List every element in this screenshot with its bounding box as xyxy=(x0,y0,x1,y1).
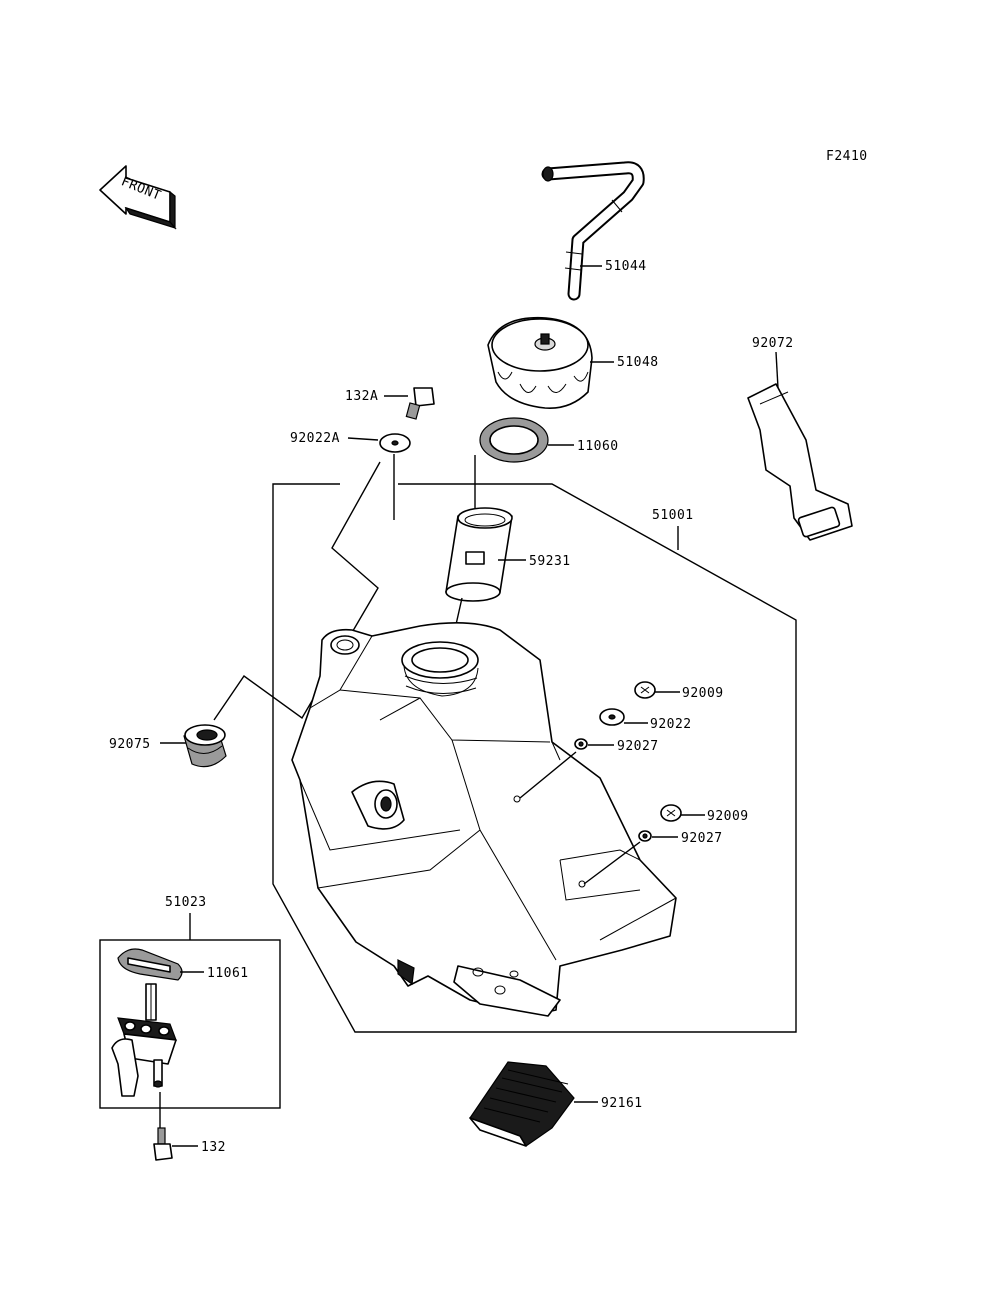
part-label-92022: 92022 xyxy=(650,717,692,732)
fuel-cap xyxy=(487,316,593,409)
screw-92009-upper xyxy=(634,681,656,699)
part-label-11061: 11061 xyxy=(207,966,249,981)
collar-92027-upper xyxy=(574,738,588,750)
part-label-51001: 51001 xyxy=(652,508,694,523)
part-label-92072: 92072 xyxy=(752,336,794,351)
part-label-92027-lower: 92027 xyxy=(681,831,723,846)
rubber-strap xyxy=(747,383,853,541)
part-label-92022A: 92022A xyxy=(290,431,340,446)
bolt-132 xyxy=(153,1127,173,1161)
fuel-cock xyxy=(111,983,177,1097)
part-label-92009-upper: 92009 xyxy=(682,686,724,701)
washer-92022A xyxy=(379,433,411,453)
washer-92022 xyxy=(599,708,625,726)
fuel-tank xyxy=(291,622,677,1017)
part-label-132: 132 xyxy=(201,1140,226,1155)
part-label-92009-lower: 92009 xyxy=(707,809,749,824)
part-label-11060: 11060 xyxy=(577,439,619,454)
part-label-51023: 51023 xyxy=(165,895,207,910)
part-label-92075: 92075 xyxy=(109,737,151,752)
gasket-11061 xyxy=(117,948,183,981)
tank-pad-92161 xyxy=(469,1061,575,1147)
front-arrow-icon: FRONT xyxy=(99,165,177,230)
fuel-cock-assembly-box xyxy=(99,939,281,1109)
part-label-92027-upper: 92027 xyxy=(617,739,659,754)
gasket-11060 xyxy=(479,417,549,463)
grommet-92075 xyxy=(183,724,227,768)
breather-hose xyxy=(541,161,645,301)
figure-code: F2410 xyxy=(826,149,868,164)
collar-92027-lower xyxy=(638,830,652,842)
part-label-59231: 59231 xyxy=(529,554,571,569)
screw-92009-lower xyxy=(660,804,682,822)
part-label-132A: 132A xyxy=(345,389,378,404)
assembly-outline xyxy=(272,483,797,1033)
part-label-51048: 51048 xyxy=(617,355,659,370)
part-label-92161: 92161 xyxy=(601,1096,643,1111)
part-label-51044: 51044 xyxy=(605,259,647,274)
fuel-filter xyxy=(445,507,513,602)
bolt-132A xyxy=(405,387,435,420)
